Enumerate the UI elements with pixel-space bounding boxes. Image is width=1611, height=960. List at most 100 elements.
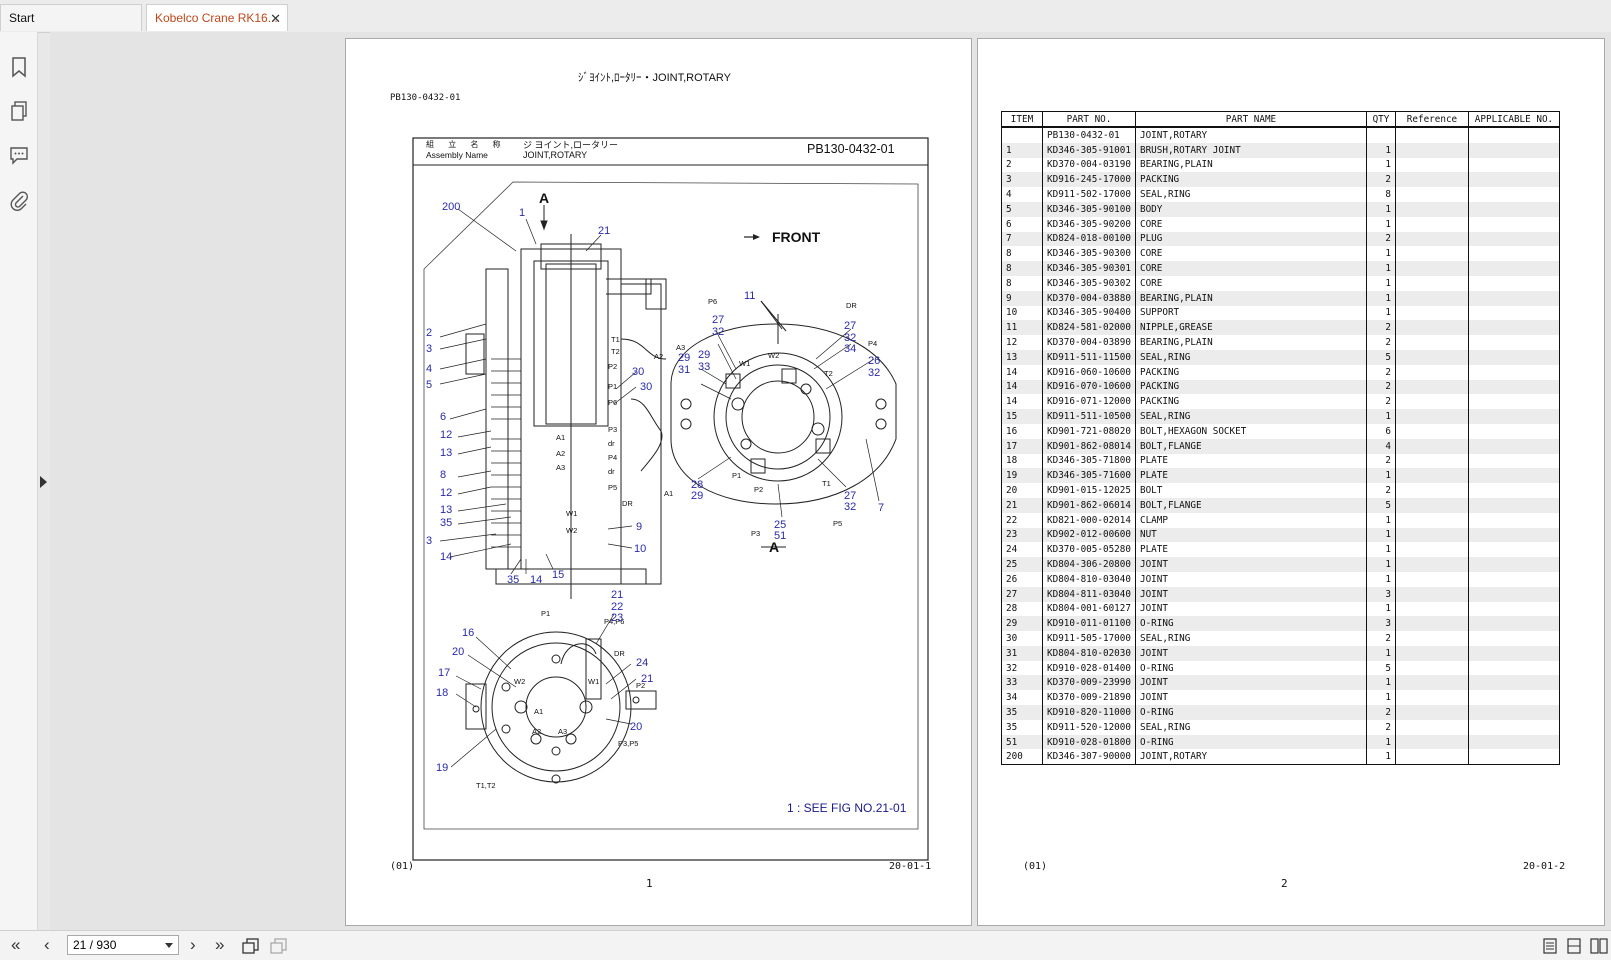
callout-label: 9 xyxy=(636,521,643,533)
prev-page-icon[interactable]: ‹ xyxy=(44,935,50,954)
cell-reference xyxy=(1394,483,1469,498)
single-page-view-icon[interactable] xyxy=(1542,938,1558,954)
cell-part-name: CORE xyxy=(1134,261,1367,276)
cell-applicable-no xyxy=(1467,719,1560,735)
callout-label: A3 xyxy=(676,343,686,352)
assembly-jp-name: ジ ヨイント,ロータリー xyxy=(523,140,619,150)
callout-label: 51 xyxy=(774,530,787,542)
cell-applicable-no xyxy=(1467,127,1560,143)
cell-part-name: JOINT xyxy=(1134,690,1367,706)
cell-qty: 1 xyxy=(1365,601,1396,617)
cell-reference xyxy=(1394,349,1469,365)
callout-label: 13 xyxy=(440,447,453,459)
expand-panel-icon[interactable] xyxy=(40,476,47,488)
cell-applicable-no xyxy=(1467,453,1560,469)
two-page-view-icon[interactable] xyxy=(1590,938,1608,954)
callout-label: 30 xyxy=(640,381,653,393)
cell-part-no: PB130-0432-01 xyxy=(1042,127,1136,143)
callout-label: P4,P6 xyxy=(604,617,625,626)
callout-label: 25 xyxy=(774,519,787,531)
cell-qty: 1 xyxy=(1365,542,1396,558)
cell-item: 26 xyxy=(1001,571,1043,587)
cell-part-no: KD911-505-17000 xyxy=(1042,631,1136,646)
cell-part-name: PLATE xyxy=(1134,453,1367,469)
attachment-icon[interactable] xyxy=(8,190,30,212)
cell-item: 13 xyxy=(1001,349,1043,365)
bottom-toolbar: « ‹ 21 / 930 › » xyxy=(0,930,1611,960)
cell-applicable-no xyxy=(1467,468,1560,484)
callout-label: 5 xyxy=(426,379,433,391)
first-page-icon[interactable]: « xyxy=(11,935,21,954)
cell-qty: 2 xyxy=(1365,453,1396,469)
cell-item: 31 xyxy=(1001,645,1043,661)
cell-applicable-no xyxy=(1467,645,1560,661)
cell-reference xyxy=(1394,394,1469,410)
chevron-down-icon[interactable] xyxy=(165,943,173,948)
cell-part-name: O-RING xyxy=(1134,616,1367,632)
cell-reference xyxy=(1394,275,1469,291)
page-title: ｼﾞﾖｲﾝﾄ,ﾛｰﾀﾘｰ・JOINT,ROTARY xyxy=(578,72,731,84)
close-icon[interactable]: ✕ xyxy=(270,11,281,26)
cell-part-no: KD346-305-90100 xyxy=(1042,201,1136,217)
cell-part-no: KD346-305-91001 xyxy=(1042,142,1136,158)
cell-part-name: PLATE xyxy=(1134,542,1367,558)
cell-part-no: KD370-009-23990 xyxy=(1042,675,1136,691)
extract-page-icon[interactable] xyxy=(270,938,288,954)
copy-page-icon[interactable] xyxy=(242,938,260,954)
cell-part-name: BOLT,FLANGE xyxy=(1134,497,1367,513)
tab-document[interactable]: Kobelco Crane RK16... ✕ xyxy=(146,4,288,31)
cell-reference xyxy=(1394,127,1469,143)
doc-code: PB130-0432-01 xyxy=(390,93,461,103)
tab-start[interactable]: Start xyxy=(0,4,142,31)
cell-part-name: PACKING xyxy=(1134,379,1367,395)
callout-label: 26 xyxy=(868,355,881,367)
bookmark-icon[interactable] xyxy=(8,56,30,78)
cell-applicable-no xyxy=(1467,394,1560,410)
cell-part-no: KD910-028-01400 xyxy=(1042,660,1136,676)
next-page-icon[interactable]: › xyxy=(190,935,196,954)
cell-reference xyxy=(1394,423,1469,439)
comment-icon[interactable] xyxy=(8,144,30,166)
cell-item: 4 xyxy=(1001,187,1043,202)
page-number-input[interactable]: 21 / 930 xyxy=(67,935,179,955)
see-fig-note: 1 : SEE FIG NO.21-01 xyxy=(787,801,907,815)
cell-applicable-no xyxy=(1467,409,1560,424)
callout-label: 27 xyxy=(712,314,725,326)
exploded-diagram xyxy=(412,137,929,861)
callout-label: 35 xyxy=(440,517,453,529)
cell-qty: 1 xyxy=(1365,290,1396,306)
callout-label: 14 xyxy=(530,574,543,586)
callout-label: DR xyxy=(846,301,857,310)
cell-qty xyxy=(1365,127,1396,143)
cell-part-no: KD911-511-10500 xyxy=(1042,409,1136,424)
cell-item: 5 xyxy=(1001,201,1043,217)
callout-label: P5 xyxy=(833,519,843,528)
cell-reference xyxy=(1394,409,1469,424)
cell-part-name: SEAL,RING xyxy=(1134,349,1367,365)
last-page-icon[interactable]: » xyxy=(215,935,225,954)
page-number: 2 xyxy=(1281,877,1288,890)
cell-part-no: KD916-245-17000 xyxy=(1042,172,1136,188)
pages-icon[interactable] xyxy=(8,100,30,122)
cell-applicable-no xyxy=(1467,542,1560,558)
cell-item: 8 xyxy=(1001,275,1043,291)
tab-label: Start xyxy=(9,11,35,25)
callout-label: 29 xyxy=(691,490,704,502)
callout-label: 16 xyxy=(462,627,475,639)
continuous-view-icon[interactable] xyxy=(1566,938,1582,954)
callout-label: 2 xyxy=(426,327,433,339)
callout-label: 28 xyxy=(691,479,704,491)
callout-label: 20 xyxy=(630,721,643,733)
